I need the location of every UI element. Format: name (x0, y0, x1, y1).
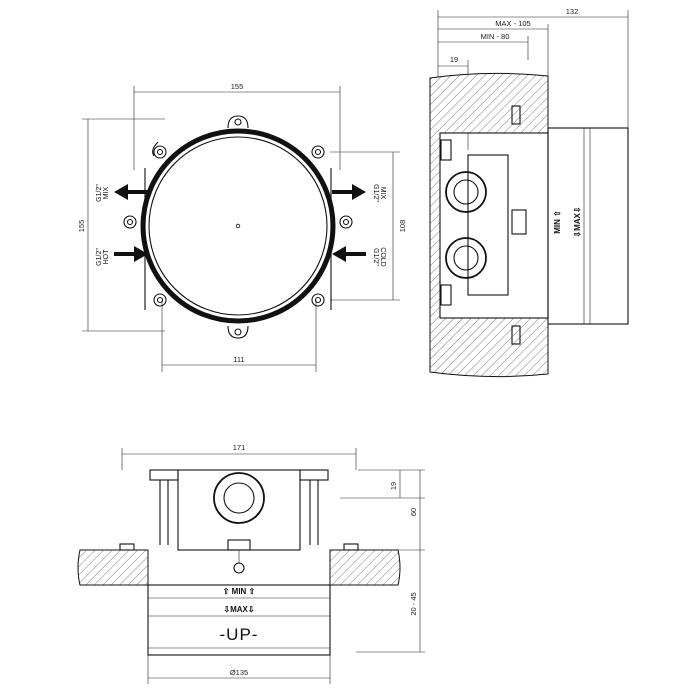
bottom-range-label: 20 - 45 (409, 592, 418, 615)
front-body (140, 128, 336, 324)
port-br-name: COLD (379, 247, 386, 266)
bottom-width-label: 171 (233, 443, 246, 452)
arrow-left-icon (114, 184, 148, 200)
side-total-label: 132 (566, 7, 579, 16)
bottom-height-label: 60 (409, 508, 418, 516)
front-dim-right: 108 (330, 151, 407, 301)
mounting-ears (123, 115, 353, 339)
port-tl-size: G1/2" (96, 184, 103, 202)
front-dim-bottom: 111 (161, 300, 317, 372)
bottom-diameter-label: Ø135 (230, 668, 248, 677)
side-min-label: MIN - 80 (481, 32, 510, 41)
front-height-right-label: 108 (398, 220, 407, 233)
side-max-label: MAX - 105 (495, 19, 530, 28)
side-max-marker: ⇩MAX⇩ (573, 206, 582, 237)
side-offset-label: 19 (450, 55, 458, 64)
bottom-view: 171 19 60 20 - 45 (77, 443, 425, 684)
port-bl-size: G1/2" (96, 248, 103, 266)
side-view: 132 MAX - 105 MIN - 80 19 (429, 7, 629, 378)
front-width-bottom-label: 111 (233, 355, 244, 364)
port-tr-name: MIX (379, 187, 386, 200)
bottom-max-marker: ⇩MAX⇩ (223, 605, 254, 614)
port-tr-size: G1/2" (372, 184, 379, 202)
bottom-wall-left (77, 549, 149, 586)
port-labels: G1/2" MIX G1/2" HOT G1/2" MIX G1/2" COLD (96, 184, 386, 267)
port-tl-name: MIX (103, 186, 110, 199)
front-height-left-label: 155 (77, 220, 86, 233)
bottom-body (119, 469, 359, 656)
bottom-up-marker: -UP- (220, 625, 259, 644)
bottom-min-marker: ⇧ MIN ⇧ (223, 587, 256, 596)
front-dim-left: 155 (77, 118, 165, 332)
port-arrows (114, 184, 366, 262)
arrow-left-icon (332, 246, 366, 262)
bottom-wall-right (329, 549, 401, 586)
side-body (439, 105, 629, 345)
wall-section (429, 72, 549, 378)
front-width-top-label: 155 (231, 82, 244, 91)
bottom-offset-label: 19 (389, 482, 398, 490)
front-view: 155 155 108 111 (77, 82, 407, 372)
front-dim-top: 155 (133, 82, 341, 170)
port-br-size: G1/2" (372, 248, 379, 266)
arrow-right-icon (114, 246, 148, 262)
port-bl-name: HOT (103, 249, 110, 265)
arrow-right-icon (332, 184, 366, 200)
side-min-marker: MIN ⇧ (553, 210, 562, 234)
